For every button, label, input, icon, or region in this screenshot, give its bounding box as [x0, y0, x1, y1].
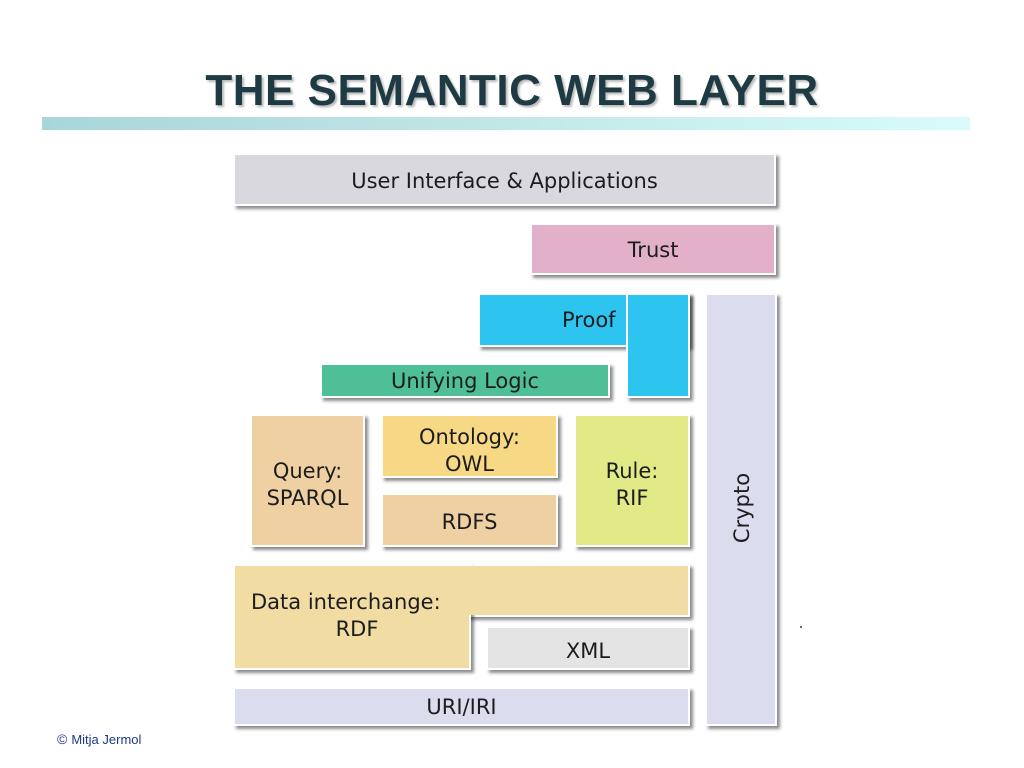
copyright-author: Mitja Jermol	[71, 732, 142, 747]
label-rif: RIF	[615, 486, 649, 510]
label-owl: OWL	[445, 452, 494, 476]
rdf-seam-cover	[235, 566, 688, 615]
layer-trust: Trust	[530, 223, 776, 275]
proof-seam-cover	[628, 295, 688, 345]
layer-rdfs: RDFS	[381, 493, 558, 547]
layer-xml: XML	[486, 626, 690, 670]
layer-rule-rif: Rule: RIF	[574, 414, 690, 547]
copyright-notice: ©Mitja Jermol	[57, 731, 141, 747]
label-uri-iri: URI/IRI	[426, 695, 497, 719]
label-ontology: Ontology:	[419, 425, 520, 449]
layer-crypto	[705, 293, 777, 726]
layer-ontology-owl: Ontology: OWL	[381, 414, 558, 478]
label-rdfs: RDFS	[441, 510, 498, 534]
slide-title: THE SEMANTIC WEB LAYER	[205, 66, 819, 115]
layer-user-interface-applications: User Interface & Applications	[233, 153, 776, 206]
layer-uri-iri: URI/IRI	[233, 687, 690, 726]
copyright-symbol: ©	[57, 731, 68, 747]
label-xml: XML	[565, 639, 611, 663]
label-user-interface-applications: User Interface & Applications	[351, 169, 658, 193]
label-query: Query:	[272, 459, 343, 483]
label-rule: Rule:	[605, 459, 659, 483]
layer-query-sparql: Query: SPARQL	[250, 414, 365, 547]
label-unifying-logic: Unifying Logic	[390, 369, 539, 393]
layer-unifying-logic: Unifying Logic	[320, 363, 610, 398]
label-sparql: SPARQL	[266, 486, 349, 510]
label-crypto: Crypto	[730, 472, 754, 544]
title-underline	[42, 117, 970, 130]
label-data-interchange: Data interchange:	[251, 590, 441, 614]
label-trust: Trust	[627, 238, 679, 262]
stray-dot	[800, 626, 802, 628]
label-rdf: RDF	[335, 617, 379, 641]
label-proof: Proof	[562, 308, 616, 332]
